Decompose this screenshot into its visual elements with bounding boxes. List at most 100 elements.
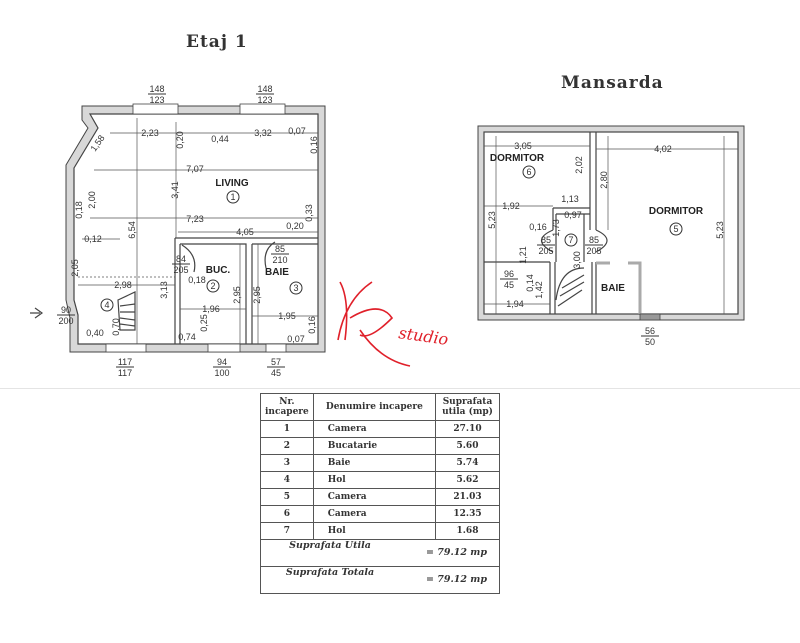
dimension-label: 0,16 <box>307 316 317 334</box>
floor1-plan <box>30 103 326 353</box>
cell-area: 5.74 <box>435 454 500 472</box>
opening-size-den: 210 <box>272 255 287 265</box>
dimension-label: 0,70 <box>111 318 121 336</box>
opening-size-den: 200 <box>58 316 73 326</box>
cell-nr: 1 <box>260 420 314 438</box>
room-label: DORMITOR <box>649 206 704 217</box>
opening-size-num: 84 <box>176 254 186 264</box>
dimension-label: 1,94 <box>506 299 524 309</box>
summary-value: = 79.12 mp <box>425 574 487 585</box>
cell-nr: 2 <box>260 437 314 455</box>
dimension-label: 1,42 <box>534 281 544 299</box>
opening-size-den: 45 <box>504 280 514 290</box>
opening-size-den: 50 <box>645 337 655 347</box>
dimension-label: 0,16 <box>309 136 319 154</box>
dimension-label: 5,23 <box>715 221 725 239</box>
summary-row: Suprafata Totala = 79.12 mp <box>260 566 500 594</box>
dimension-label: 4,02 <box>654 144 672 154</box>
dimension-label: 2,80 <box>599 171 609 189</box>
dimension-label: 0,74 <box>178 332 196 342</box>
dimension-label: 0,33 <box>304 204 314 222</box>
opening-size-num: 56 <box>645 326 655 336</box>
cell-nr: 7 <box>260 522 314 540</box>
room-number: 7 <box>568 235 573 245</box>
opening-size-den: 100 <box>214 368 229 378</box>
dimension-label: 0,07 <box>287 334 305 344</box>
cell-name: Camera <box>312 420 437 438</box>
room-number: 6 <box>526 167 531 177</box>
dimension-label: 5,23 <box>487 211 497 229</box>
opening-size-num: 94 <box>217 357 227 367</box>
dimension-label: 2,95 <box>232 286 242 304</box>
dimension-label: 2,02 <box>574 156 584 174</box>
dimension-label: 1,92 <box>502 201 520 211</box>
cell-area: 12.35 <box>435 505 500 523</box>
dimension-label: 3,00 <box>572 251 582 269</box>
cell-nr: 3 <box>260 454 314 472</box>
room-number: 2 <box>210 281 215 291</box>
summary-value: = 79.12 mp <box>425 547 487 558</box>
dimension-label: 2,95 <box>252 286 262 304</box>
attic-title: Mansarda <box>561 73 664 93</box>
room-number-circle <box>669 222 683 236</box>
divider <box>0 388 800 389</box>
dimension-label: 0,14 <box>525 274 535 292</box>
opening-size-den: 205 <box>538 246 553 256</box>
opening-size-den: 205 <box>173 265 188 275</box>
room-number: 5 <box>673 224 678 234</box>
opening-size-den: 123 <box>149 95 164 105</box>
dimension-label: 0,12 <box>84 234 102 244</box>
dimension-label: 0,16 <box>529 222 547 232</box>
room-number: 3 <box>293 283 298 293</box>
header-area: Suprafata utila (mp) <box>435 393 500 421</box>
room-number-circle <box>226 190 240 204</box>
floor1-title: Etaj 1 <box>186 32 248 52</box>
cell-area: 27.10 <box>435 420 500 438</box>
opening-size-num: 148 <box>257 84 272 94</box>
summary-label: Suprafata Utila <box>289 540 371 551</box>
dimension-label: 0,44 <box>211 134 229 144</box>
dimension-label: 1,21 <box>518 246 528 264</box>
dimension-label: 0,20 <box>286 221 304 231</box>
opening-size-num: 85 <box>275 244 285 254</box>
room-number-circle <box>564 233 578 247</box>
opening-size-num: 96 <box>504 269 514 279</box>
opening-size-num: 90 <box>61 305 71 315</box>
dimension-label: 3,41 <box>170 181 180 199</box>
dimension-label: 0,20 <box>175 131 185 149</box>
dimension-label: 6,54 <box>127 221 137 239</box>
summary-cell: Suprafata Totala = 79.12 mp <box>260 566 500 594</box>
opening-size-num: 148 <box>149 84 164 94</box>
watermark-text: studio <box>397 323 449 349</box>
cell-area: 1.68 <box>435 522 500 540</box>
cell-area: 5.62 <box>435 471 500 489</box>
opening-size-num: 117 <box>118 357 132 367</box>
dimension-label: 2,00 <box>87 191 97 209</box>
cell-nr: 5 <box>260 488 314 506</box>
cell-nr: 6 <box>260 505 314 523</box>
cell-area: 5.60 <box>435 437 500 455</box>
room-number-circle <box>289 281 303 295</box>
dimension-label: 2,05 <box>70 259 80 277</box>
area-table: Nr. incapere Denumire incapere Suprafata… <box>260 393 500 594</box>
dimension-label: 0,40 <box>86 328 104 338</box>
room-number-circle <box>206 279 220 293</box>
room-label: LIVING <box>215 178 249 189</box>
dimension-label: 0,07 <box>288 126 306 136</box>
dimension-label: 3,05 <box>514 141 532 151</box>
dimension-label: 2,23 <box>141 128 159 138</box>
dimension-label: 3,32 <box>254 128 272 138</box>
opening-size-den: 45 <box>271 368 281 378</box>
cell-area: 21.03 <box>435 488 500 506</box>
opening-size-num: 85 <box>589 235 599 245</box>
dimension-label: 3,13 <box>159 281 169 299</box>
opening-size-num: 85 <box>541 235 551 245</box>
opening-size-den: 117 <box>118 368 132 378</box>
cell-name: Hol <box>312 522 437 540</box>
summary-label: Suprafata Totala <box>285 567 375 578</box>
dimension-label: 1,73 <box>551 219 561 237</box>
cell-name: Camera <box>312 488 437 506</box>
